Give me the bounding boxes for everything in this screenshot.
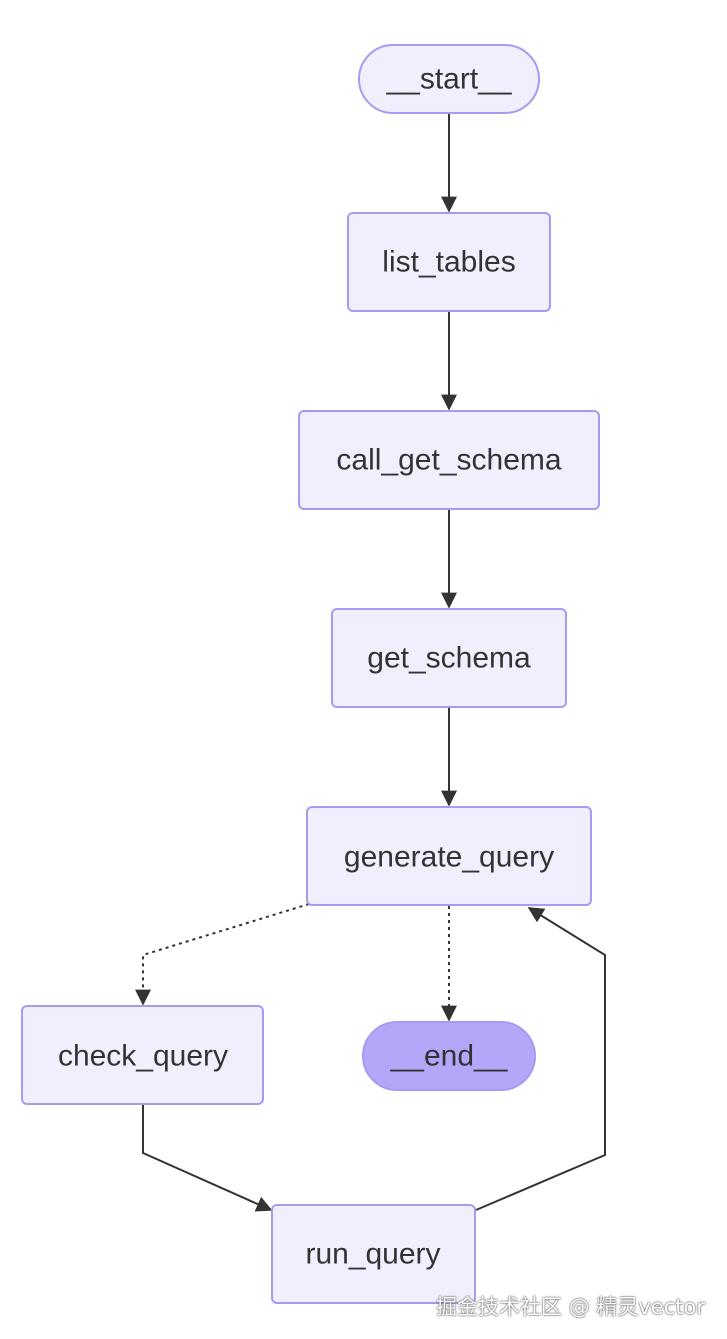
- node-check-query[interactable]: check_query: [21, 1005, 264, 1105]
- node-generate-query-label: generate_query: [344, 841, 554, 874]
- edge-run-query-to-generate-query: [475, 907, 606, 1211]
- node-start-label: __start__: [385, 63, 512, 96]
- node-end[interactable]: __end__: [362, 1021, 536, 1091]
- node-get-schema[interactable]: get_schema: [331, 608, 567, 708]
- node-get-schema-label: get_schema: [367, 642, 531, 675]
- watermark: 掘金技术社区 @ 精灵vector: [436, 1295, 705, 1319]
- edge-check-query-to-run-query: [142, 1105, 273, 1212]
- node-run-query[interactable]: run_query: [271, 1204, 476, 1304]
- node-start[interactable]: __start__: [358, 44, 540, 114]
- node-check-query-label: check_query: [58, 1040, 228, 1073]
- node-call-get-schema[interactable]: call_get_schema: [298, 410, 600, 510]
- node-generate-query[interactable]: generate_query: [306, 806, 592, 906]
- node-list-tables[interactable]: list_tables: [347, 212, 551, 312]
- edge-generate-query-to-check-query: [135, 903, 310, 1006]
- node-run-query-label: run_query: [305, 1238, 440, 1271]
- node-end-label: __end__: [390, 1040, 509, 1073]
- node-list-tables-label: list_tables: [382, 246, 515, 279]
- node-call-get-schema-label: call_get_schema: [336, 444, 561, 477]
